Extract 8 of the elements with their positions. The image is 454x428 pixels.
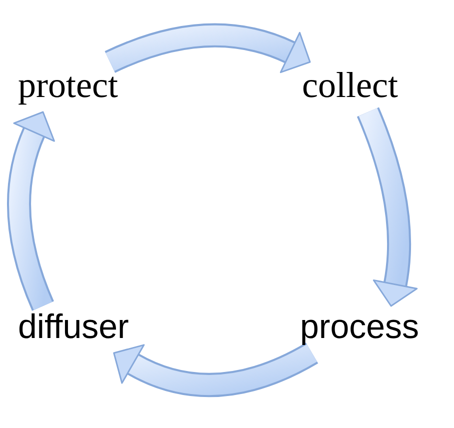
step-label: protect xyxy=(18,64,118,106)
curved-arrow xyxy=(105,23,311,74)
curved-arrow xyxy=(356,107,418,307)
step-label: diffuser xyxy=(18,308,129,347)
curved-arrow xyxy=(7,111,55,311)
step-label: process xyxy=(300,308,420,347)
step-label: collect xyxy=(302,64,398,106)
curved-arrow xyxy=(113,342,318,397)
